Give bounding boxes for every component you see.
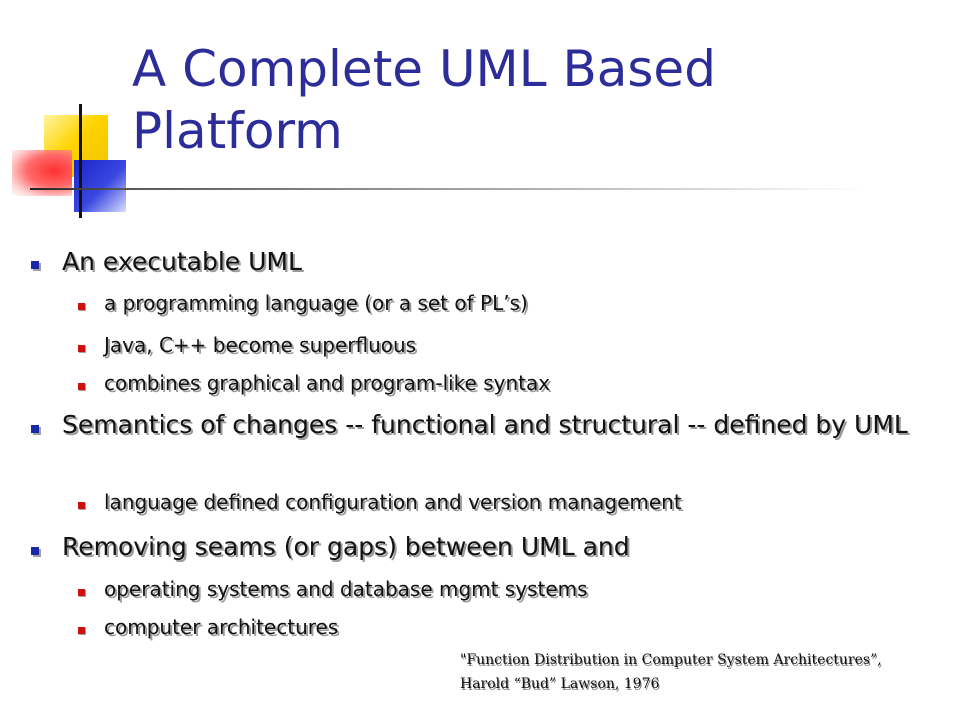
bullet-marker bbox=[31, 425, 39, 433]
citation: "Function Distribution in Computer Syste… bbox=[460, 648, 940, 696]
bullet-marker bbox=[31, 547, 39, 555]
sub-bullet-item: a programming language (or a set of PL’s… bbox=[104, 291, 528, 315]
bullet-item: Removing seams (or gaps) between UML and bbox=[62, 532, 630, 561]
bullet-item: Semantics of changes -- functional and s… bbox=[62, 410, 908, 439]
sub-bullet-item: combines graphical and program-like synt… bbox=[104, 371, 551, 395]
bullet-marker bbox=[31, 261, 39, 269]
sub-bullet-marker bbox=[78, 303, 85, 310]
citation-line-2: Harold “Bud” Lawson, 1976 bbox=[460, 676, 660, 692]
sub-bullet-item: language defined configuration and versi… bbox=[104, 490, 682, 514]
sub-bullet-item: operating systems and database mgmt syst… bbox=[104, 577, 588, 601]
citation-line-1: "Function Distribution in Computer Syste… bbox=[460, 652, 882, 668]
sub-bullet-item: Java, C++ become superfluous bbox=[104, 333, 417, 357]
sub-bullet-marker bbox=[78, 627, 85, 634]
sub-bullet-item: computer architectures bbox=[104, 615, 339, 639]
logo-vertical-line bbox=[79, 104, 82, 218]
sub-bullet-marker bbox=[78, 345, 85, 352]
bullet-item: An executable UML bbox=[62, 247, 302, 276]
logo-blue-square bbox=[74, 160, 126, 212]
title-underline bbox=[30, 188, 865, 190]
sub-bullet-marker bbox=[78, 383, 85, 390]
sub-bullet-marker bbox=[78, 589, 85, 596]
sub-bullet-marker bbox=[78, 502, 85, 509]
slide-title: A Complete UML Based Platform bbox=[132, 40, 716, 160]
